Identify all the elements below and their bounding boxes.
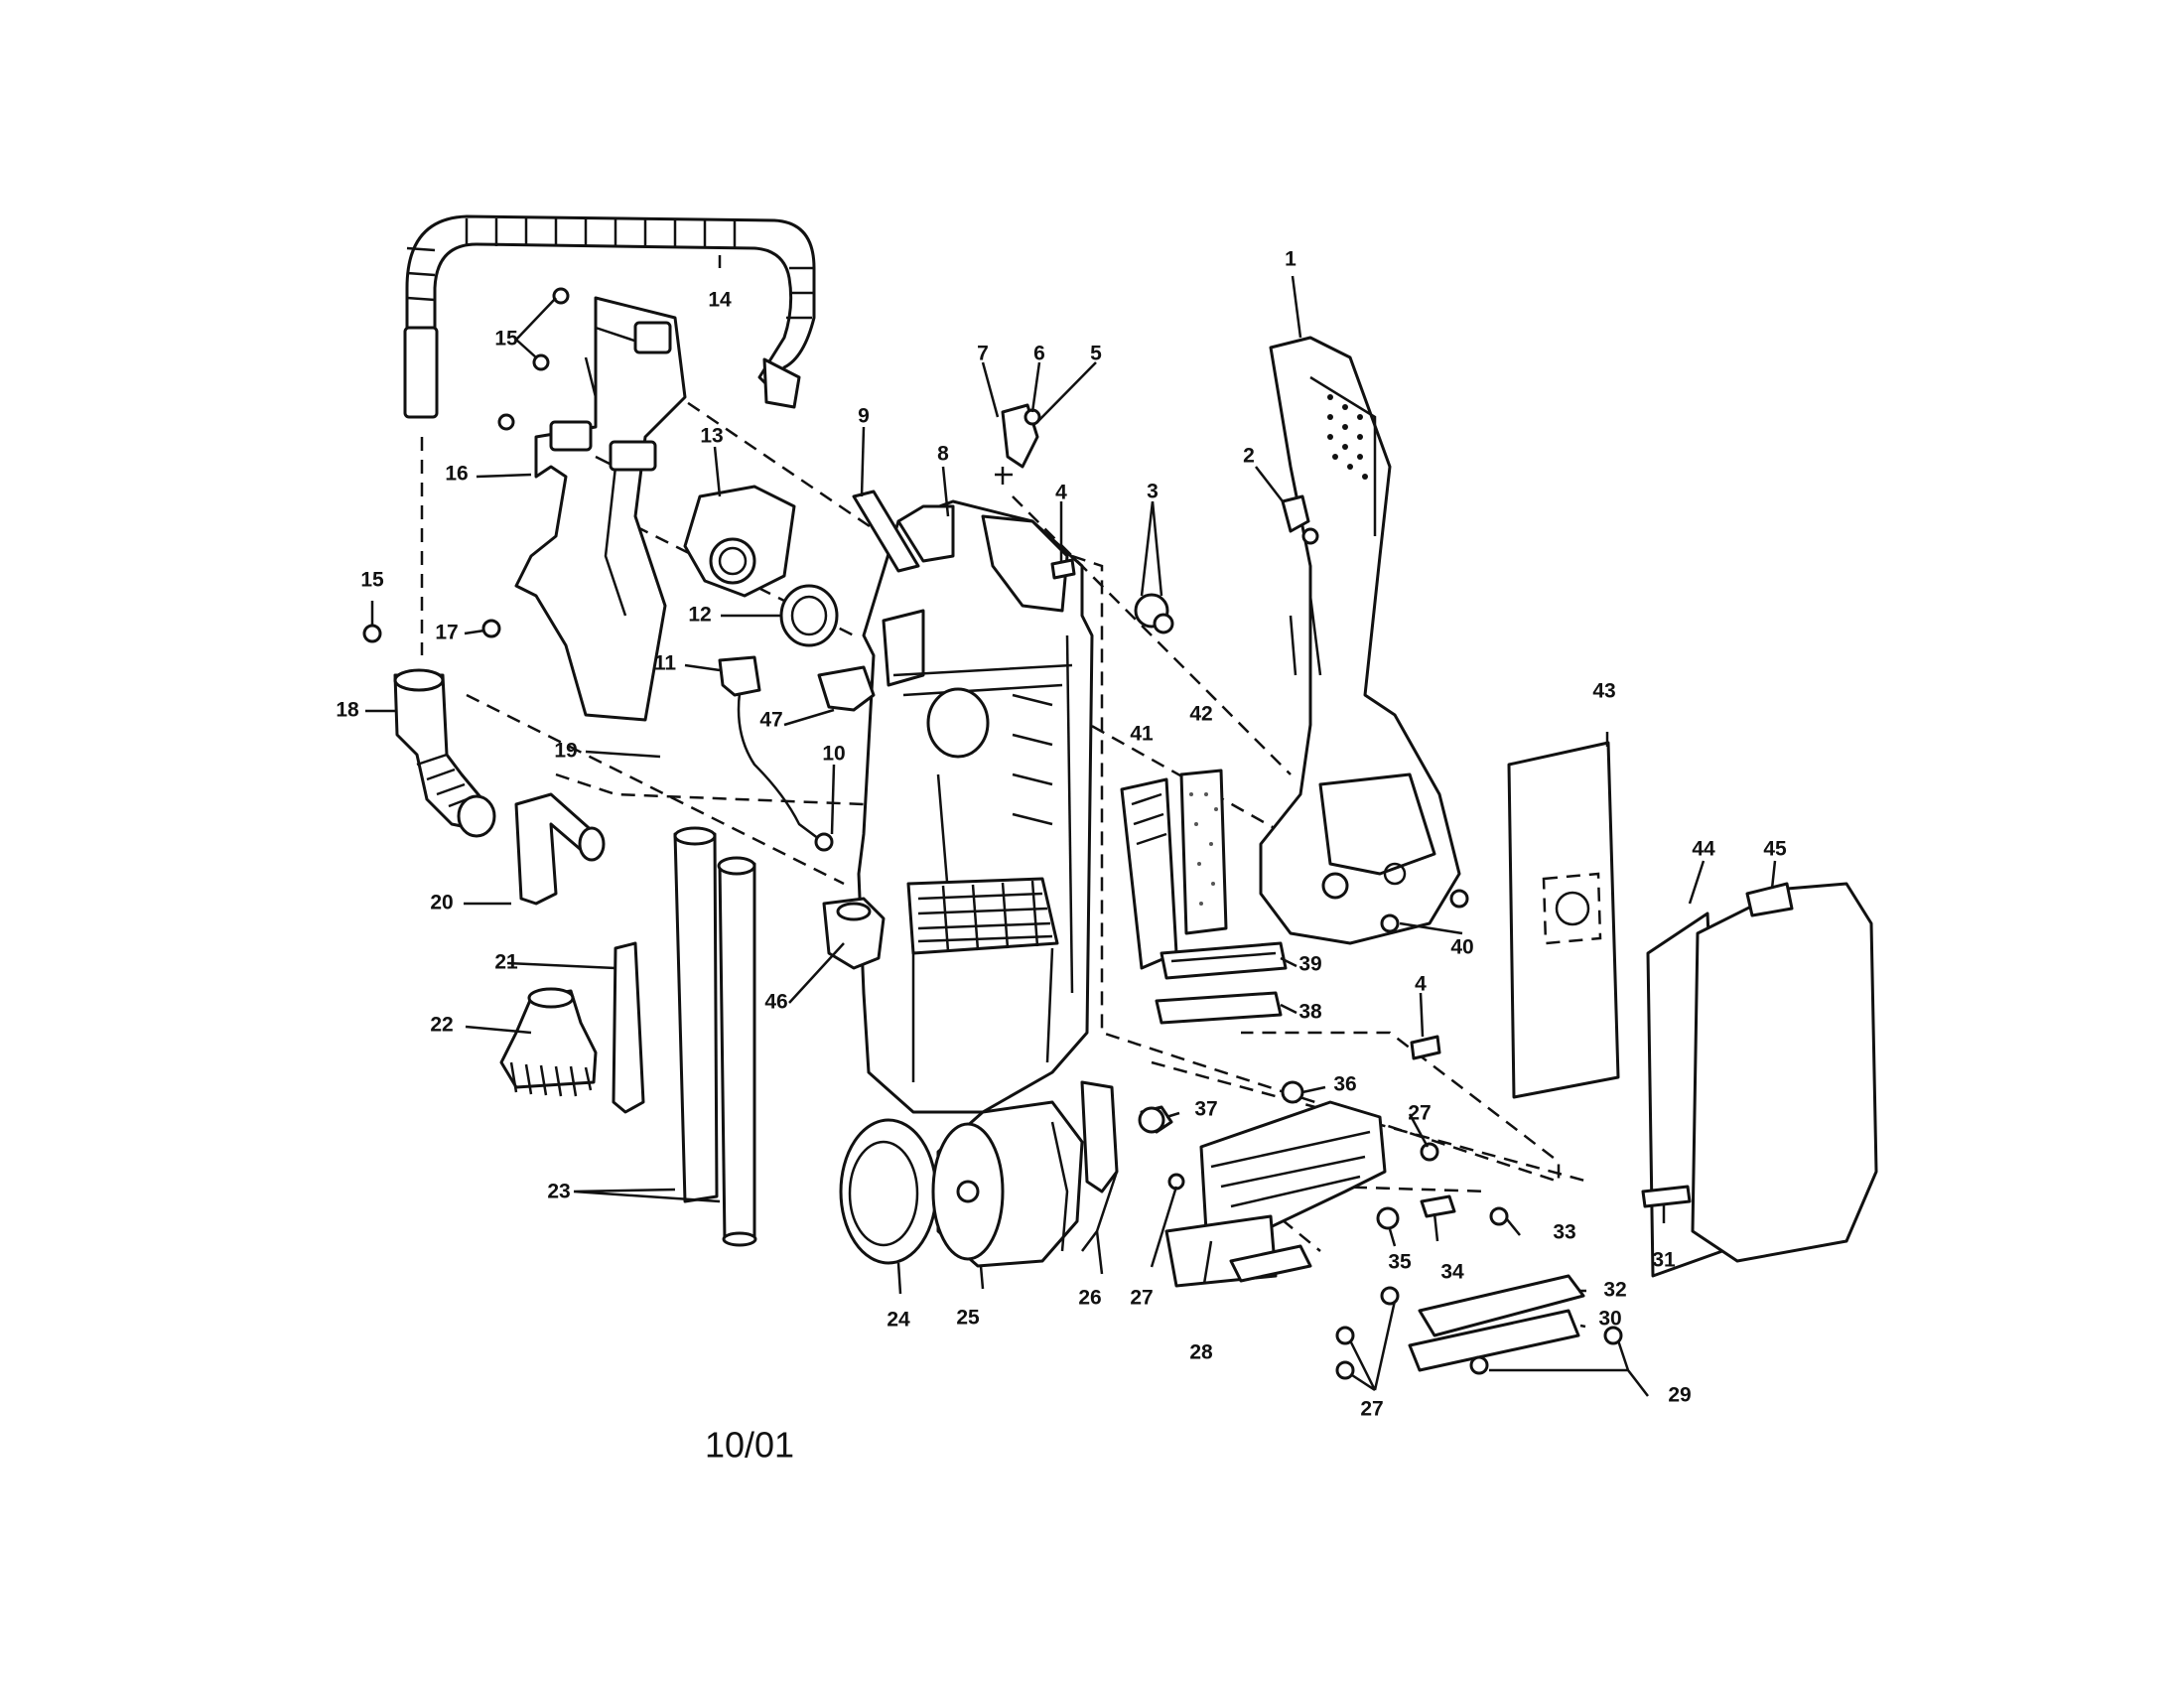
dusting-brush-22 <box>499 987 598 1097</box>
crevice-tool-21 <box>612 941 645 1114</box>
screw-40 <box>1380 889 1469 933</box>
callout-8: 8 <box>937 443 949 466</box>
callout-22: 22 <box>430 1014 453 1037</box>
date-code: 10/01 <box>705 1425 794 1466</box>
latch-2 <box>1281 494 1319 545</box>
callout-42: 42 <box>1189 703 1212 726</box>
screw-4-lower <box>1410 1035 1441 1060</box>
filter-38 <box>1155 991 1283 1025</box>
callout-14: 14 <box>708 289 732 312</box>
filter-41 <box>1120 777 1178 970</box>
callout-4: 4 <box>1415 973 1427 996</box>
callout-46: 46 <box>764 991 787 1014</box>
callout-38: 38 <box>1298 1001 1322 1024</box>
callout-25: 25 <box>956 1307 980 1330</box>
release-pedal-5-6-7 <box>995 403 1041 485</box>
callout-15: 15 <box>494 328 518 351</box>
hose-inlet-13 <box>683 485 796 598</box>
callout-3: 3 <box>1147 481 1159 503</box>
power-cord-11 <box>718 655 834 852</box>
callout-27: 27 <box>1130 1287 1153 1310</box>
motor-25 <box>931 1100 1084 1268</box>
callout-45: 45 <box>1763 838 1787 861</box>
callout-23: 23 <box>547 1181 570 1203</box>
cover-45 <box>1691 882 1878 1263</box>
callout-2: 2 <box>1243 445 1255 468</box>
upholstery-tool-20 <box>514 792 606 906</box>
callout-44: 44 <box>1692 838 1715 861</box>
latch-31 <box>1641 1185 1692 1208</box>
callout-5: 5 <box>1090 343 1102 365</box>
wheel-3 <box>1134 593 1174 634</box>
hose-bracket <box>514 296 687 722</box>
o-ring-12 <box>779 584 839 647</box>
callout-27: 27 <box>1360 1398 1383 1421</box>
nozzle-base-28 <box>1199 1100 1387 1243</box>
callout-43: 43 <box>1592 680 1615 703</box>
callout-34: 34 <box>1440 1261 1464 1284</box>
callout-19: 19 <box>554 740 577 763</box>
bag-panel-43 <box>1507 741 1620 1099</box>
callout-12: 12 <box>688 604 711 627</box>
callout-39: 39 <box>1298 953 1321 976</box>
fan-housing-24 <box>839 1118 938 1265</box>
callout-29: 29 <box>1668 1384 1691 1407</box>
base-plate-28-lower <box>1164 1214 1312 1288</box>
callout-9: 9 <box>858 405 870 428</box>
callout-17: 17 <box>435 622 458 644</box>
callout-41: 41 <box>1130 723 1154 746</box>
callout-4: 4 <box>1055 482 1067 504</box>
pedal-36 <box>1281 1080 1304 1104</box>
hose <box>403 214 816 419</box>
clip-35 <box>1376 1206 1400 1230</box>
cord-hook-46 <box>822 897 886 970</box>
callout-11: 11 <box>654 652 677 675</box>
callout-24: 24 <box>887 1309 910 1332</box>
hose-end-18 <box>393 668 496 838</box>
light-37 <box>1138 1105 1173 1134</box>
callout-32: 32 <box>1603 1279 1626 1302</box>
callout-30: 30 <box>1598 1308 1621 1331</box>
callout-16: 16 <box>445 463 468 486</box>
callout-15: 15 <box>360 569 384 592</box>
bumper-strip-30 <box>1408 1309 1580 1372</box>
screw-4-upper <box>1050 558 1076 580</box>
callout-10: 10 <box>822 743 845 766</box>
motor-bracket-26 <box>1080 1080 1119 1252</box>
callout-6: 6 <box>1033 343 1045 365</box>
filter-39 <box>1160 941 1288 980</box>
callout-labels: 1 2 3 4 4 5 6 7 8 9 10 11 12 13 14 15 15… <box>336 248 1787 1421</box>
main-body-8 <box>857 499 1094 1114</box>
extension-wands-23 <box>673 826 757 1247</box>
bumper-32 <box>1418 1274 1585 1337</box>
callout-28: 28 <box>1189 1341 1213 1364</box>
callout-37: 37 <box>1194 1098 1217 1121</box>
callout-20: 20 <box>430 892 453 914</box>
callout-40: 40 <box>1450 936 1473 959</box>
leader-lines <box>365 255 1777 1397</box>
callout-21: 21 <box>494 951 518 974</box>
callout-13: 13 <box>700 425 723 448</box>
callout-27: 27 <box>1408 1102 1431 1125</box>
callout-31: 31 <box>1652 1249 1676 1272</box>
callout-33: 33 <box>1553 1221 1575 1244</box>
clip-34 <box>1420 1194 1456 1218</box>
callout-7: 7 <box>977 343 989 365</box>
callout-18: 18 <box>336 699 359 722</box>
screws-27-29-33 <box>1167 1142 1623 1380</box>
callout-26: 26 <box>1078 1287 1101 1310</box>
handle-1 <box>1259 336 1461 945</box>
callout-47: 47 <box>759 709 782 732</box>
callout-1: 1 <box>1285 248 1297 271</box>
filter-42 <box>1179 769 1228 935</box>
rod-9 <box>852 490 920 573</box>
callout-35: 35 <box>1388 1251 1412 1274</box>
callout-36: 36 <box>1333 1073 1356 1096</box>
hook-47 <box>817 665 876 712</box>
